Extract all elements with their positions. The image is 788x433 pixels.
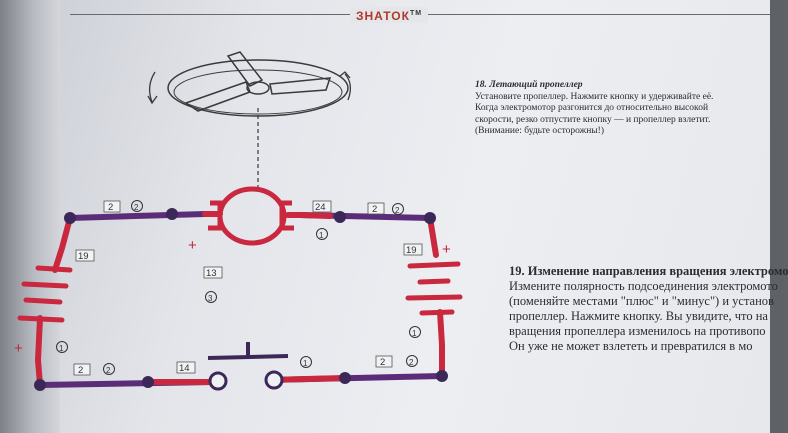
svg-text:1: 1 xyxy=(59,344,64,353)
svg-text:2: 2 xyxy=(106,366,111,375)
svg-text:2: 2 xyxy=(134,203,139,212)
svg-text:2: 2 xyxy=(380,357,385,368)
propeller-illustration xyxy=(147,51,352,190)
project-19-line: Он уже не может взлететь и превратился в… xyxy=(509,339,753,353)
brand-logo: ЗНАТОКTM xyxy=(350,7,429,23)
svg-text:2: 2 xyxy=(372,204,377,215)
part-badge-wire-bottom-right: 2 2 xyxy=(375,355,418,368)
project-18-line: (Внимание: будьте осторожны!) xyxy=(475,126,605,136)
project-18-line: Установите пропеллер. Нажмите кнопку и у… xyxy=(475,91,714,102)
project-18-line: Когда электромотор разгонится до относит… xyxy=(475,103,709,113)
svg-text:19: 19 xyxy=(78,251,89,262)
svg-text:13: 13 xyxy=(206,268,217,279)
part-badge-battery-left: 19 1 xyxy=(56,249,95,353)
project-19-line: (поменяйте местами "плюс" и "минус") и у… xyxy=(509,294,774,308)
battery-right-symbol xyxy=(405,261,463,316)
svg-text:24: 24 xyxy=(315,202,326,213)
project-19-line: вращения пропеллера изменилось на против… xyxy=(509,324,766,338)
project-19-title: 19. Изменение направления вращения элект… xyxy=(509,264,788,278)
circuit-diagram: 2 2 24 1 2 2 19 1 19 1 xyxy=(14,51,463,391)
svg-text:2: 2 xyxy=(409,358,414,367)
project-19-line: Измените полярность подсоединения электр… xyxy=(509,279,778,293)
svg-text:2: 2 xyxy=(395,206,400,215)
svg-text:1: 1 xyxy=(319,231,324,240)
project-19-text: 19. Изменение направления вращения элект… xyxy=(509,264,788,354)
plus-sign-battery-right: + xyxy=(442,241,451,258)
svg-text:2: 2 xyxy=(78,365,83,376)
project-18-title: 18. Летающий пропеллер xyxy=(475,80,583,90)
part-badge-battery-right: 19 1 xyxy=(403,243,423,338)
svg-text:19: 19 xyxy=(406,245,417,256)
svg-text:1: 1 xyxy=(412,329,417,338)
part-badge-motor: 24 1 xyxy=(312,200,332,240)
part-badge-wire-top-left: 2 2 xyxy=(103,200,143,213)
plus-sign-battery-left: + xyxy=(14,340,23,357)
project-18-text: 18. Летающий пропеллер Установите пропел… xyxy=(475,80,713,138)
part-badge-switch: 14 1 xyxy=(176,356,312,374)
part-badge-wire-bottom-left: 2 2 xyxy=(73,363,115,376)
svg-text:1: 1 xyxy=(303,359,308,368)
svg-text:3: 3 xyxy=(208,294,213,303)
motor-symbol xyxy=(208,186,294,246)
previous-page-edge xyxy=(0,0,60,433)
battery-left-symbol xyxy=(17,265,73,323)
plus-sign-motor: + xyxy=(188,237,197,254)
push-switch-symbol xyxy=(207,342,289,391)
connection-nodes xyxy=(34,208,448,391)
svg-text:14: 14 xyxy=(179,363,190,374)
svg-text:2: 2 xyxy=(108,202,113,213)
project-18-line: скорости, резко отпустите кнопку — и про… xyxy=(475,114,711,125)
project-19-line: пропеллер. Нажмите кнопку. Вы увидите, ч… xyxy=(509,309,768,323)
part-badge-wire-top-right: 2 2 xyxy=(367,202,404,215)
part-badge-base-grid: 13 3 xyxy=(203,266,223,303)
